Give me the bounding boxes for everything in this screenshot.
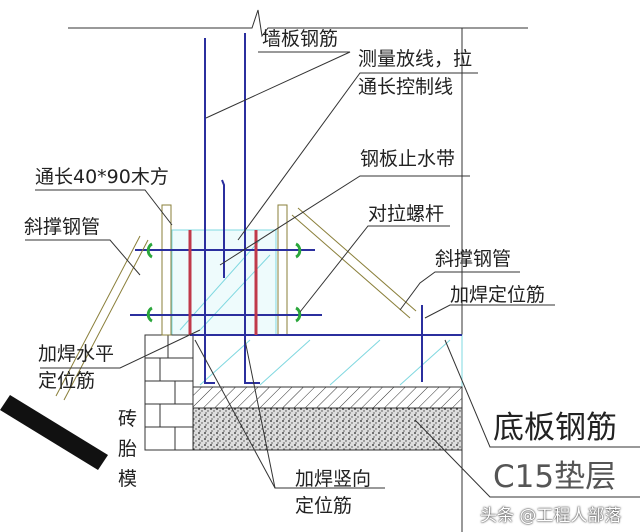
wall-rebar bbox=[204, 33, 260, 384]
diagonal-brace-left bbox=[55, 235, 149, 401]
label-weld-vertical-2: 定位筋 bbox=[295, 495, 353, 517]
label-brick-mold-3: 模 bbox=[118, 468, 138, 490]
brick-mold bbox=[144, 334, 194, 451]
label-weld-positioning: 加焊定位筋 bbox=[450, 284, 546, 306]
label-cushion: C15垫层 bbox=[493, 459, 617, 495]
label-brick-mold-1: 砖 bbox=[118, 408, 138, 430]
clamps bbox=[146, 242, 302, 323]
label-brace-left: 斜撑钢管 bbox=[24, 216, 101, 238]
c15-cushion-layer bbox=[192, 407, 463, 451]
ground-anchor-block bbox=[0, 395, 108, 470]
label-weld-horizontal-1: 加焊水平 bbox=[38, 343, 115, 365]
label-steel-waterstop: 钢板止水带 bbox=[360, 148, 456, 170]
hatched-layer bbox=[192, 386, 463, 409]
label-slab-rebar: 底板钢筋 bbox=[493, 410, 617, 446]
label-brick-mold-2: 胎 bbox=[118, 438, 138, 460]
label-weld-horizontal-2: 定位筋 bbox=[38, 370, 96, 392]
label-tie-rod: 对拉螺杆 bbox=[368, 203, 445, 225]
label-timber: 通长40*90木方 bbox=[35, 166, 169, 188]
label-weld-vertical-1: 加焊竖向 bbox=[295, 468, 372, 490]
left-formwork-board bbox=[161, 204, 172, 336]
label-wall-rebar: 墙板钢筋 bbox=[262, 28, 339, 50]
diagonal-brace-right bbox=[291, 207, 417, 319]
label-survey-line-2: 通长控制线 bbox=[358, 76, 454, 98]
label-brace-right: 斜撑钢管 bbox=[435, 248, 512, 270]
watermark: 头条 @工程人部落 bbox=[480, 506, 622, 526]
top-break-line bbox=[68, 9, 528, 38]
label-survey-line-1: 测量放线，拉 bbox=[358, 48, 473, 70]
leader-lines bbox=[25, 51, 640, 498]
